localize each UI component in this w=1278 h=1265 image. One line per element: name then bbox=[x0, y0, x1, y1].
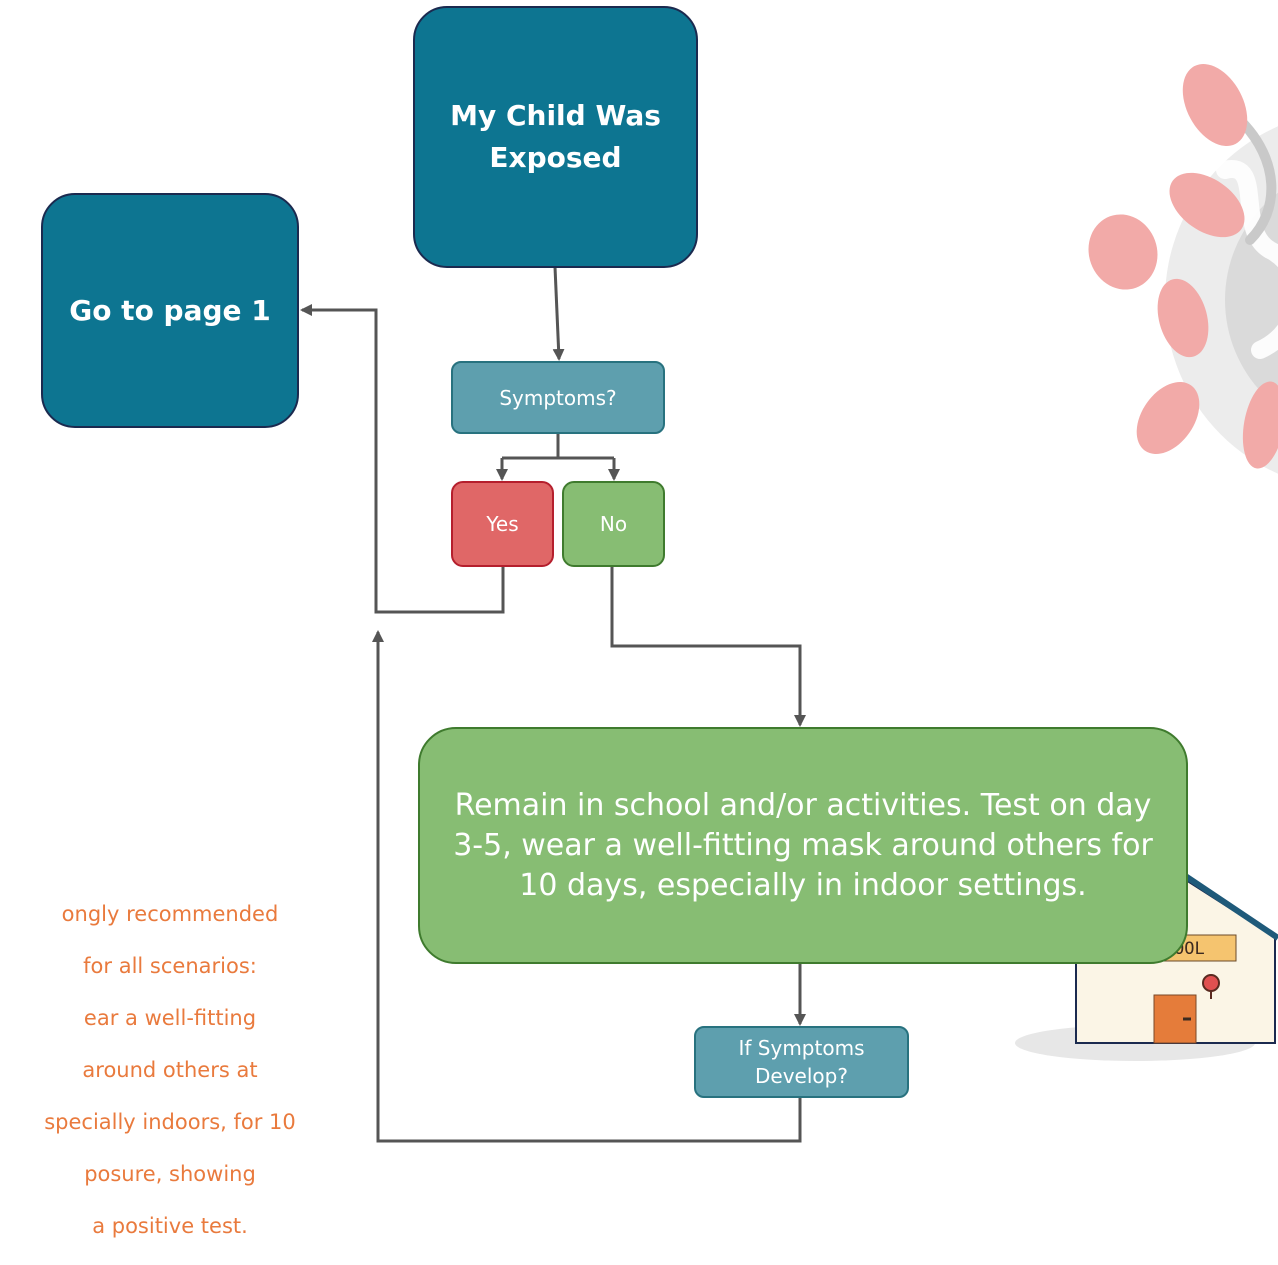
if-symptoms-node: If Symptoms Develop? bbox=[694, 1026, 909, 1098]
side-note-line: a positive test. bbox=[92, 1214, 248, 1238]
yes-label: Yes bbox=[486, 512, 519, 536]
virus-illustration bbox=[1088, 63, 1278, 474]
yes-to-go-page-arrow bbox=[300, 304, 505, 614]
exposed-to-symptoms-arrow bbox=[552, 266, 565, 361]
side-note-line: ongly recommended bbox=[61, 902, 279, 926]
remain-in-school-node: Remain in school and/or activities. Test… bbox=[418, 727, 1188, 964]
symptoms-label: Symptoms? bbox=[499, 385, 617, 410]
no-node: No bbox=[562, 481, 665, 567]
flowchart-canvas: SCHOOL bbox=[300, 63, 1278, 1143]
yes-node: Yes bbox=[451, 481, 554, 567]
side-note-line: for all scenarios: bbox=[83, 954, 257, 978]
if-symptoms-label: If Symptoms Develop? bbox=[738, 1036, 865, 1088]
side-note: ongly recommended for all scenarios: ear… bbox=[0, 875, 350, 1265]
side-note-line: around others at bbox=[82, 1058, 258, 1082]
if-symptoms-back-arrow bbox=[372, 630, 802, 1143]
side-note-line: posure, showing bbox=[84, 1162, 256, 1186]
no-label: No bbox=[599, 512, 628, 536]
go-to-page-node: Go to page 1 bbox=[41, 193, 299, 428]
no-to-remain-arrow bbox=[610, 566, 806, 727]
exposed-node: My Child Was Exposed bbox=[413, 6, 698, 268]
connectors bbox=[300, 266, 806, 1143]
remain-in-school-label: Remain in school and/or activities. Test… bbox=[453, 787, 1153, 903]
go-to-page-label: Go to page 1 bbox=[69, 293, 271, 327]
side-note-line: ear a well-fitting bbox=[83, 1006, 257, 1030]
symptoms-node: Symptoms? bbox=[451, 361, 665, 434]
exposed-node-label: My Child Was Exposed bbox=[450, 99, 661, 174]
side-note-line: specially indoors, for 10 bbox=[44, 1110, 296, 1134]
